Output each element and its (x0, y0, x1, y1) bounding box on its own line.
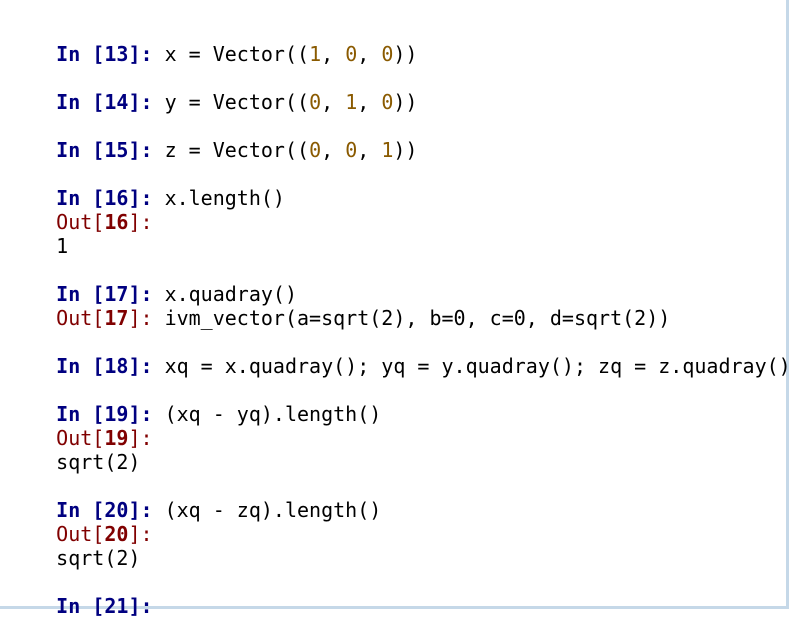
in-prompt: In [13]: (56, 42, 165, 66)
input-line-18[interactable]: In [18]: xq = x.quadray(); yq = y.quadra… (8, 330, 789, 378)
in-prompt: In [17]: (56, 282, 165, 306)
number-literal: 0 (345, 138, 358, 162)
code-text: (xq - yq).length() (164, 402, 382, 426)
code-text: , (357, 42, 382, 66)
output-result-16: 1 (8, 210, 68, 258)
out-prompt: Out[19]: (56, 426, 165, 450)
number-literal: 0 (345, 42, 358, 66)
out-prompt: Out[16]: (56, 210, 165, 234)
number-literal: 0 (381, 90, 394, 114)
output-prompt-19: Out[19]: (8, 402, 165, 450)
number-literal: 0 (309, 90, 322, 114)
input-line-16[interactable]: In [16]: x.length() (8, 162, 285, 210)
ipython-console[interactable]: In [13]: x = Vector((1, 0, 0)) In [14]: … (0, 0, 789, 618)
number-literal: 0 (309, 138, 322, 162)
code-text: )) (393, 90, 418, 114)
output-result-19: sqrt(2) (8, 426, 140, 474)
code-text: (xq - zq).length() (164, 498, 382, 522)
input-line-17[interactable]: In [17]: x.quadray() (8, 258, 297, 306)
out-prompt: Out[20]: (56, 522, 165, 546)
input-line-20[interactable]: In [20]: (xq - zq).length() (8, 474, 381, 522)
code-text: x.quadray() (164, 282, 298, 306)
code-text: , (321, 42, 346, 66)
out-prompt: Out[17]: (56, 306, 165, 330)
code-text: , (321, 90, 346, 114)
code-text: xq = x.quadray(); yq = y.quadray(); zq =… (164, 354, 789, 378)
number-literal: 1 (345, 90, 358, 114)
input-line-19[interactable]: In [19]: (xq - yq).length() (8, 378, 381, 426)
number-literal: 1 (309, 42, 322, 66)
code-text: x.length() (164, 186, 285, 210)
code-text: )) (393, 42, 418, 66)
input-line-13[interactable]: In [13]: x = Vector((1, 0, 0)) (8, 18, 417, 66)
in-prompt: In [16]: (56, 186, 165, 210)
code-text: , (357, 90, 382, 114)
in-prompt: In [20]: (56, 498, 165, 522)
output-result-20: sqrt(2) (8, 522, 140, 570)
code-text: )) (393, 138, 418, 162)
number-literal: 0 (381, 42, 394, 66)
in-prompt: In [21]: (56, 594, 165, 618)
in-prompt: In [19]: (56, 402, 165, 426)
code-text: y = Vector(( (164, 90, 310, 114)
input-line-15[interactable]: In [15]: z = Vector((0, 0, 1)) (8, 114, 417, 162)
output-prompt-16: Out[16]: (8, 186, 165, 234)
result-text: 1 (56, 234, 69, 258)
output-line-17: Out[17]: ivm_vector(a=sqrt(2), b=0, c=0,… (8, 282, 670, 330)
input-line-14[interactable]: In [14]: y = Vector((0, 1, 0)) (8, 66, 417, 114)
result-text: ivm_vector(a=sqrt(2), b=0, c=0, d=sqrt(2… (164, 306, 671, 330)
in-prompt: In [15]: (56, 138, 165, 162)
number-literal: 1 (381, 138, 394, 162)
code-text: , (357, 138, 382, 162)
result-text: sqrt(2) (56, 546, 141, 570)
result-text: sqrt(2) (56, 450, 141, 474)
in-prompt: In [18]: (56, 354, 165, 378)
in-prompt: In [14]: (56, 90, 165, 114)
code-text: z = Vector(( (164, 138, 310, 162)
input-line-21[interactable]: In [21]: (8, 570, 165, 618)
code-text: , (321, 138, 346, 162)
code-text: x = Vector(( (164, 42, 310, 66)
output-prompt-20: Out[20]: (8, 498, 165, 546)
